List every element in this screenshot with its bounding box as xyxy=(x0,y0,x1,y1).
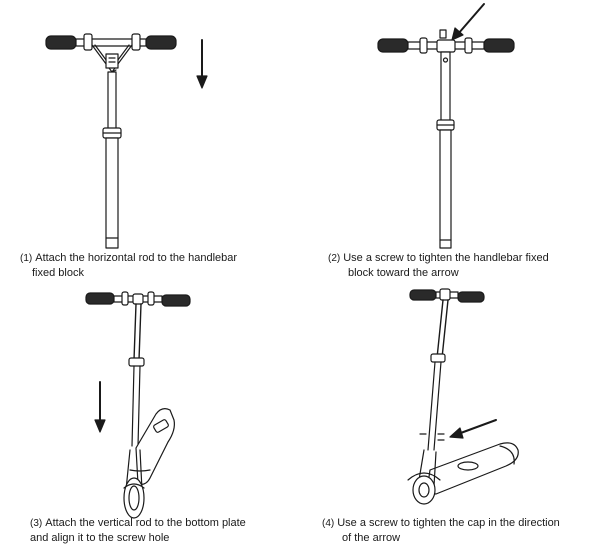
step-3-number: (3) xyxy=(30,518,43,529)
step-3-line-1: Attach the vertical rod to the bottom pl… xyxy=(45,517,246,529)
step-4-caption: (4)Use a screw to tighten the cap in the… xyxy=(322,516,560,546)
arrow-diagonal-icon xyxy=(451,3,485,41)
step-1-line-2: fixed block xyxy=(32,267,84,279)
handlebar-right-grip xyxy=(145,35,177,50)
step-2-line-2: block toward the arrow xyxy=(348,267,459,279)
step-1-number: (1) xyxy=(20,253,33,264)
arrow-left-icon xyxy=(449,419,497,439)
step-4-number: (4) xyxy=(322,518,335,529)
panel-2-illustration xyxy=(377,3,515,249)
step-3-line-2: and align it to the screw hole xyxy=(30,532,170,544)
step-4-line-1: Use a screw to tighten the cap in the di… xyxy=(337,517,560,529)
step-1-caption: (1)Attach the horizontal rod to the hand… xyxy=(20,251,237,281)
panel-1-illustration xyxy=(45,33,208,249)
step-2-number: (2) xyxy=(328,253,341,264)
step-3-caption: (3)Attach the vertical rod to the bottom… xyxy=(30,516,246,546)
step-2-line-1: Use a screw to tighten the handlebar fix… xyxy=(343,252,549,264)
stem-rod xyxy=(102,71,122,249)
panel-4-illustration xyxy=(407,288,519,505)
arrow-down-icon xyxy=(196,39,208,89)
panel-3-illustration xyxy=(85,291,191,519)
step-4-line-2: of the arrow xyxy=(342,532,401,544)
arrow-down-icon-2 xyxy=(94,381,106,433)
handlebar-left-grip xyxy=(45,35,77,50)
step-2-caption: (2)Use a screw to tighten the handlebar … xyxy=(328,251,549,281)
step-1-line-1: Attach the horizontal rod to the handleb… xyxy=(35,252,238,264)
